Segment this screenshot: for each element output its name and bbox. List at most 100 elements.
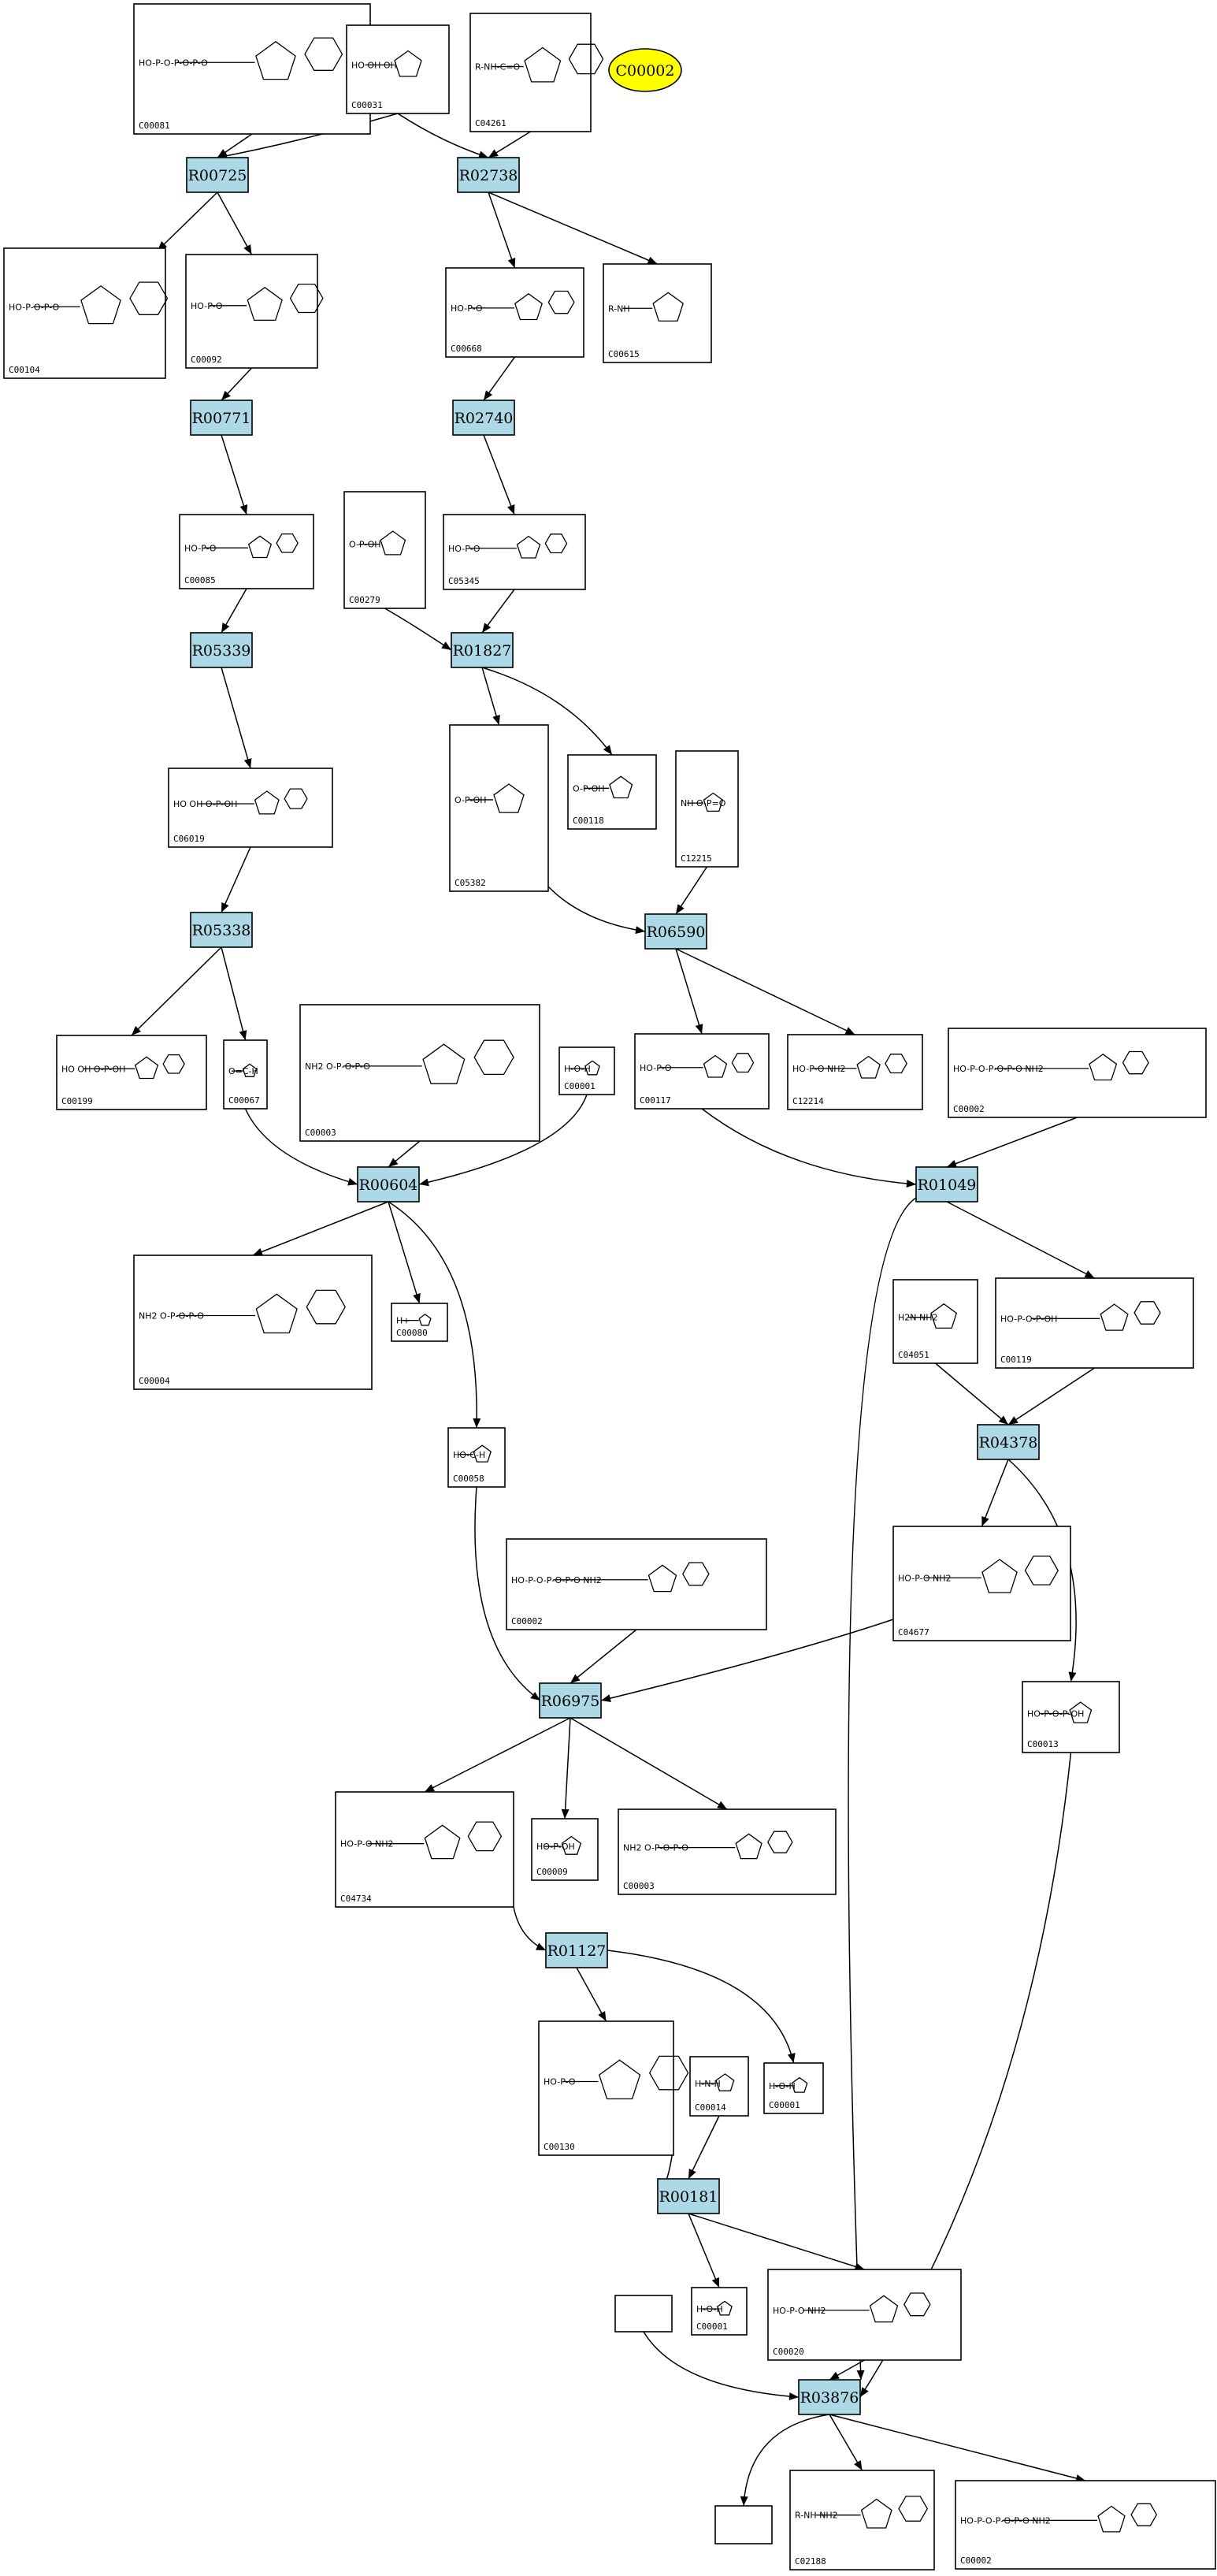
reaction-node[interactable]: R01049 xyxy=(915,1166,978,1203)
reaction-node[interactable]: R03876 xyxy=(798,2379,861,2415)
reaction-node[interactable]: R02738 xyxy=(457,157,520,193)
compound-box xyxy=(689,2056,749,2117)
reaction-label: R00771 xyxy=(192,410,251,427)
compound-id-label: C04677 xyxy=(898,1627,929,1637)
ring-bond xyxy=(284,788,308,809)
reaction-node[interactable]: R05338 xyxy=(190,912,253,948)
highlight-compound[interactable]: C00002 xyxy=(608,48,682,92)
highlight-label: C00002 xyxy=(616,62,675,80)
reaction-node[interactable]: R01127 xyxy=(545,1932,608,1968)
ring-bond xyxy=(473,1039,514,1076)
compound-id-label: C00279 xyxy=(349,595,380,605)
reaction-node[interactable]: R00771 xyxy=(190,400,253,436)
reaction-edge xyxy=(675,948,855,1035)
reaction-box xyxy=(798,2379,861,2415)
reaction-edge xyxy=(643,2331,800,2398)
reaction-label: R06590 xyxy=(647,924,706,941)
compound-id-label: C00615 xyxy=(608,349,640,359)
compound-node[interactable]: HO OH O-P-OH C00199 xyxy=(56,1035,207,1110)
formula-text: R-NH-C=O xyxy=(475,62,521,72)
reaction-node[interactable]: R00604 xyxy=(357,1166,420,1203)
reaction-label: R03876 xyxy=(800,2389,859,2407)
ring-bond xyxy=(493,783,525,813)
reaction-box xyxy=(452,400,515,436)
empty-compound-box[interactable] xyxy=(714,2505,773,2544)
ring-bond xyxy=(647,1564,677,1593)
ring-bond xyxy=(473,1444,492,1463)
reaction-edge xyxy=(217,191,253,255)
ring-bond xyxy=(598,2059,641,2100)
empty-compound-box[interactable] xyxy=(614,2295,673,2333)
reaction-node[interactable]: R05339 xyxy=(190,632,253,668)
compound-id-label: C00199 xyxy=(61,1096,93,1106)
reaction-node[interactable]: R04378 xyxy=(977,1424,1040,1460)
reaction-node[interactable]: R00725 xyxy=(186,157,249,193)
arrow-head xyxy=(239,504,248,515)
compound-box xyxy=(948,1028,1207,1118)
ring-bond xyxy=(129,281,169,315)
formula-text: HO-C-H xyxy=(453,1450,485,1460)
arrow-head xyxy=(717,1801,727,1809)
arrow-head xyxy=(441,641,451,650)
formula-text: O-P-OH xyxy=(573,783,605,794)
formula-text: NH O-P=O xyxy=(681,798,726,808)
reaction-node[interactable]: R06590 xyxy=(644,913,707,950)
reaction-node[interactable]: R01827 xyxy=(451,632,514,668)
reaction-edge xyxy=(388,1201,477,1429)
reaction-node[interactable]: R00181 xyxy=(657,2178,720,2214)
compound-id-label: C00002 xyxy=(953,1104,985,1114)
reaction-node[interactable]: R06975 xyxy=(539,1682,602,1719)
ring-bond xyxy=(80,285,121,325)
reaction-node[interactable]: R02740 xyxy=(452,400,515,436)
arrow-head xyxy=(482,623,492,633)
formula-text: HO OH O-P-OH xyxy=(61,1064,125,1074)
compound-id-label: C00003 xyxy=(305,1128,336,1138)
ring-bond xyxy=(242,1063,258,1077)
ring-bond xyxy=(898,2496,929,2522)
ring-bond xyxy=(584,1060,600,1076)
compound-id-label: C00001 xyxy=(769,2100,800,2110)
ring-bond xyxy=(1134,1301,1161,1325)
ring-bond xyxy=(715,2073,735,2091)
formula-text: HO-P-O NH2 xyxy=(898,1573,952,1583)
compound-node[interactable]: H+C00080 xyxy=(391,1303,448,1342)
